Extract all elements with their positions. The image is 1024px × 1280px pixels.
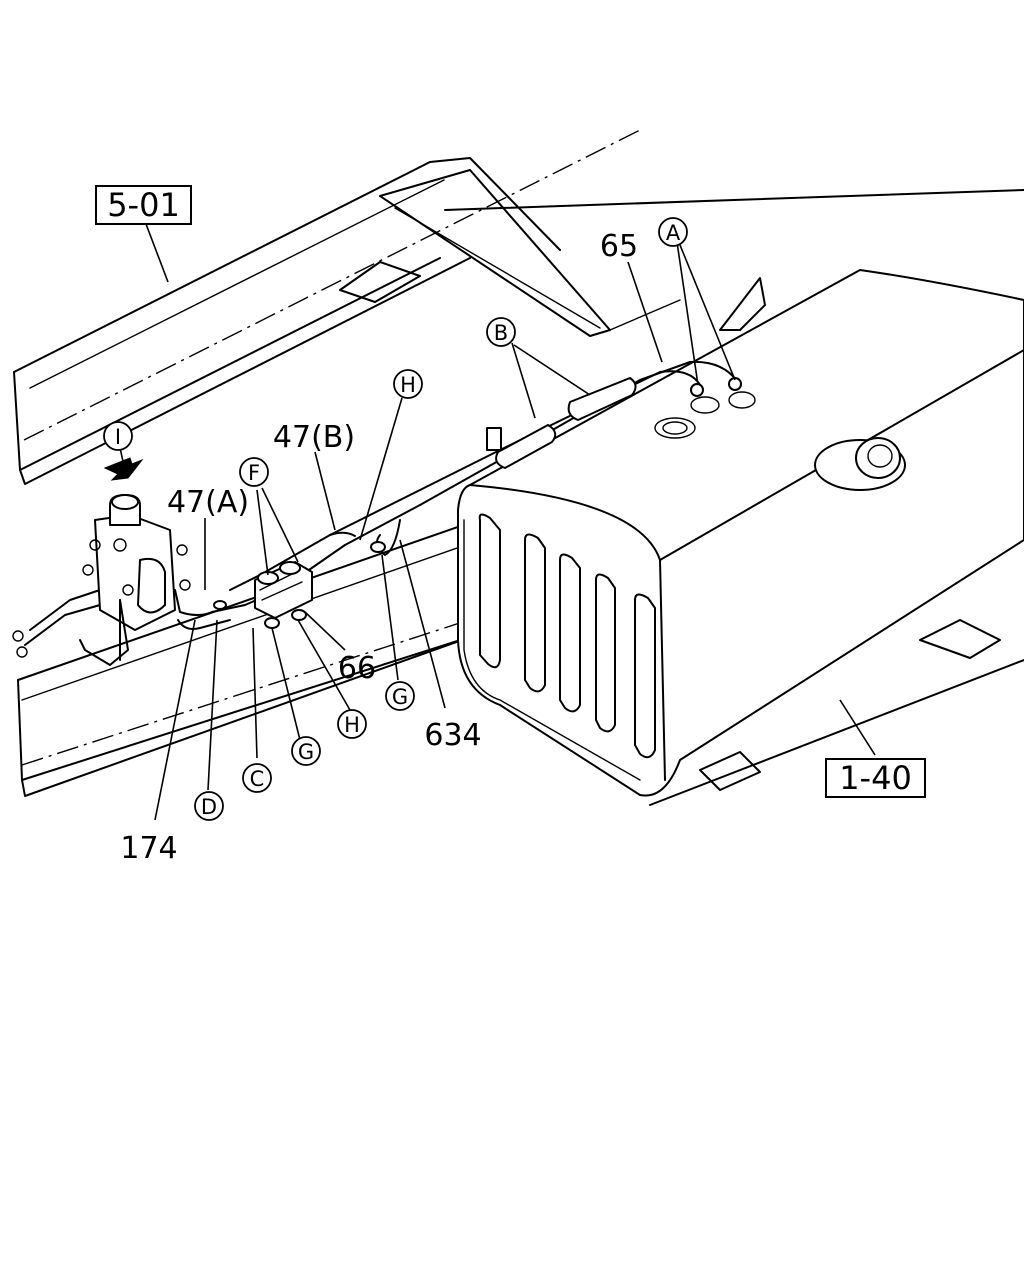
svg-text:G: G (392, 685, 408, 709)
ref-box-fuel-tank: 1-40 (825, 758, 926, 798)
leader-lines (119, 223, 876, 821)
callout-i: I (103, 421, 133, 451)
callout-g-lower: G (291, 736, 321, 766)
fuel-filter (79, 494, 191, 666)
part-number-66: 66 (338, 651, 376, 686)
callout-g-right: G (385, 681, 415, 711)
callout-c: C (242, 763, 272, 793)
callout-d: D (194, 791, 224, 821)
part-number-47a: 47(A) (167, 485, 249, 520)
svg-text:F: F (248, 461, 260, 485)
part-number-634: 634 (424, 718, 481, 753)
svg-text:H: H (344, 713, 360, 737)
ref-frame-label: 5-01 (107, 186, 180, 224)
part-number-174: 174 (120, 831, 177, 866)
svg-text:H: H (400, 373, 416, 397)
part-number-65: 65 (600, 229, 638, 264)
fuel-lines (12, 360, 742, 658)
view-arrow (103, 457, 144, 481)
ref-fuel-tank-label: 1-40 (839, 759, 912, 797)
svg-text:G: G (298, 740, 314, 764)
svg-text:I: I (115, 425, 121, 449)
svg-text:B: B (494, 321, 508, 345)
callout-h-lower: H (337, 709, 367, 739)
svg-text:C: C (250, 767, 265, 791)
callout-f: F (239, 457, 269, 487)
fuel-tank (457, 269, 1024, 797)
svg-text:D: D (201, 795, 217, 819)
part-number-47b: 47(B) (273, 420, 355, 455)
ref-box-frame: 5-01 (95, 185, 192, 225)
callout-h-upper: H (393, 369, 423, 399)
callout-b: B (486, 317, 516, 347)
svg-text:A: A (666, 221, 681, 245)
callout-a: A (658, 217, 688, 247)
